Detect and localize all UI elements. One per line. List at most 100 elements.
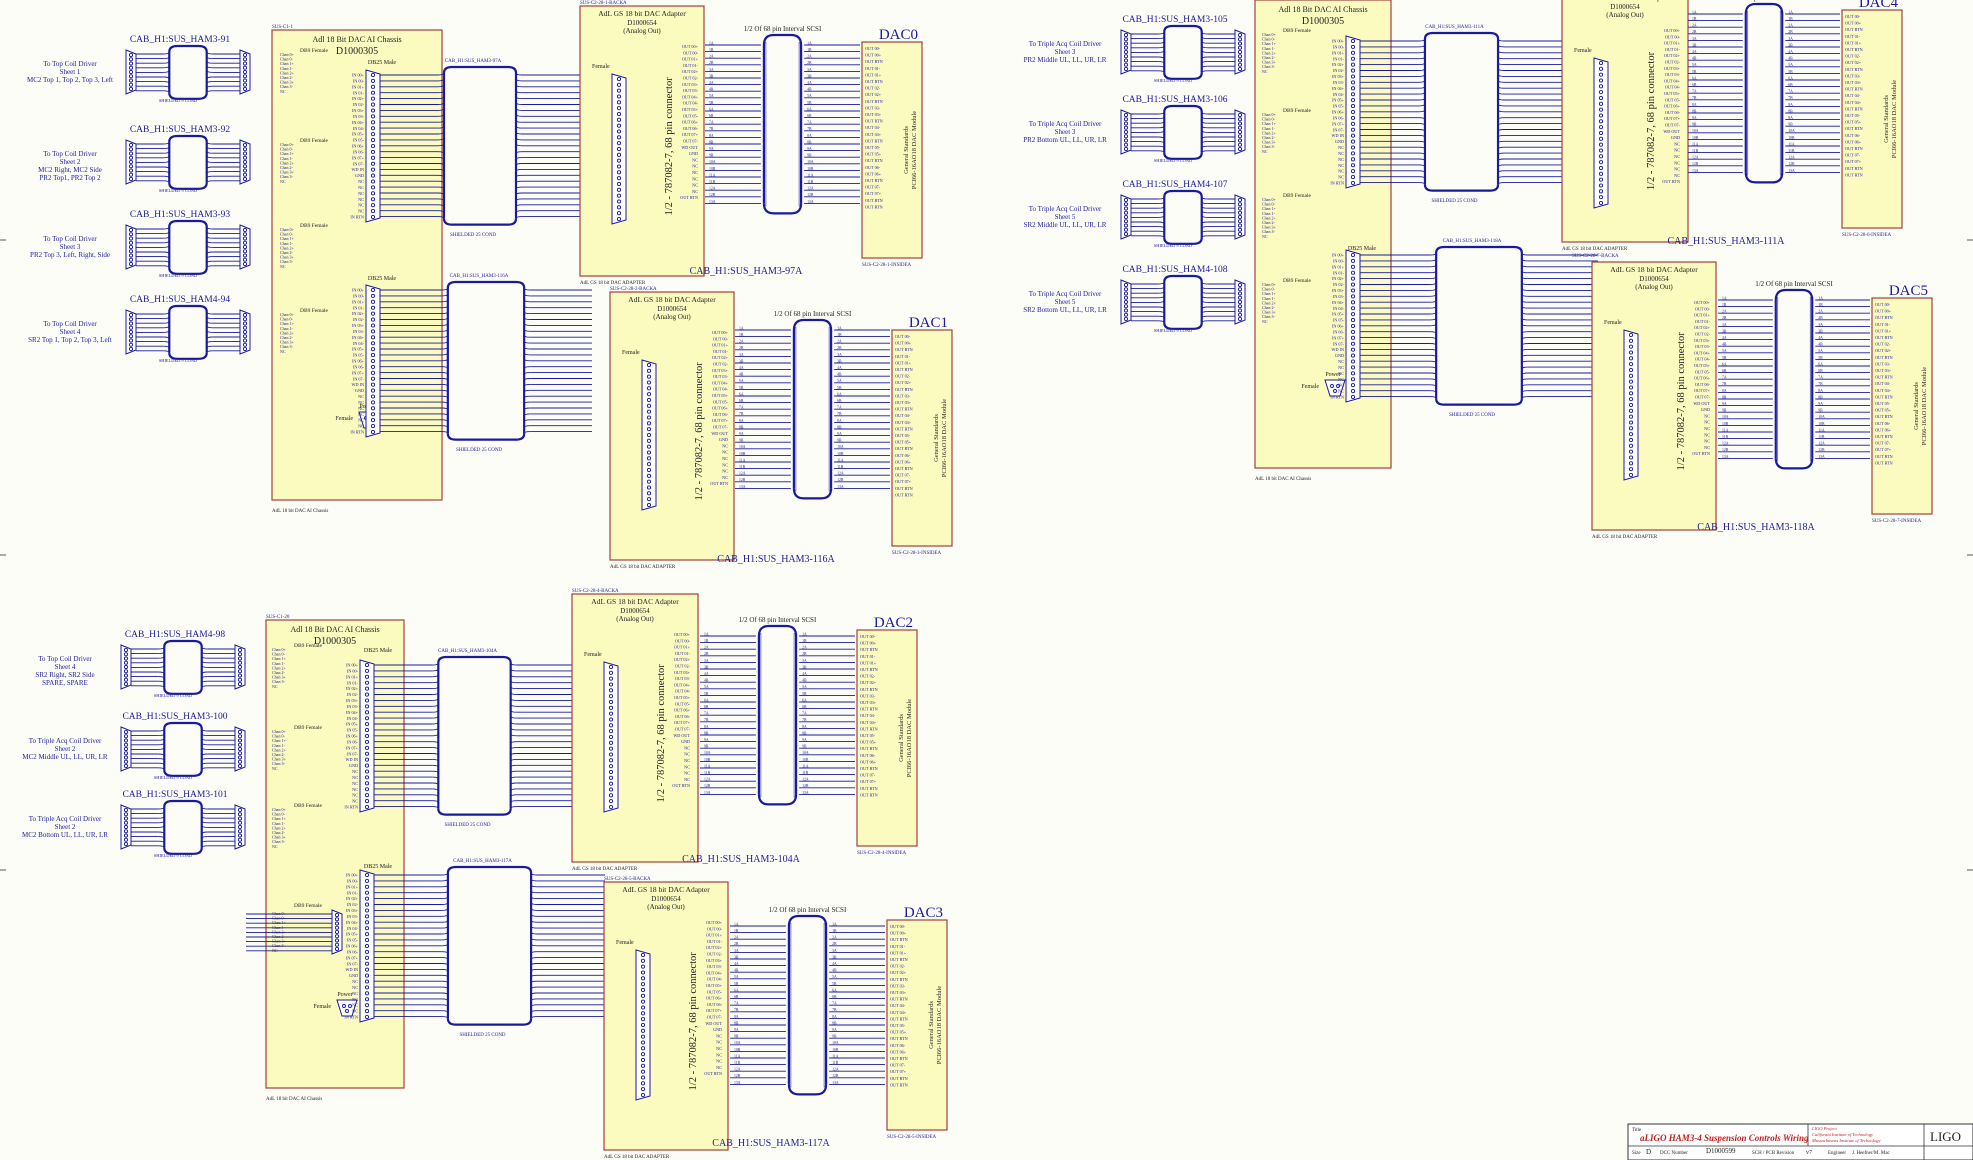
pin-label: Chan 3-	[272, 943, 285, 948]
size-value: D	[1646, 1148, 1651, 1156]
pin-label: 5A	[709, 94, 714, 98]
pin-label: Chan 0-	[1262, 287, 1275, 292]
pin-label: 4A	[1722, 336, 1727, 340]
pin-label: OUT 00+	[895, 341, 912, 346]
dsub-connector	[603, 661, 619, 813]
adapter-female-label: Female	[592, 64, 610, 70]
pin-label: 8A	[1722, 389, 1727, 393]
pin-label: OUT 02-	[675, 664, 691, 669]
pin-label: IN 01+	[1332, 50, 1345, 55]
pin-label: 6A	[802, 698, 807, 702]
pin-label: 13A	[807, 200, 814, 204]
pin-label: IN 07+	[352, 370, 365, 375]
db9-female-label: DB9 Female	[300, 223, 329, 229]
pin-label: OUT 05+	[706, 983, 723, 988]
pin-label: WD IN	[352, 167, 364, 172]
pin-label: OUT 00+	[1694, 300, 1711, 305]
pin-label: IN 03+	[352, 323, 365, 328]
pin-label: Chan 1-	[272, 925, 285, 930]
adapter-number: D1000654	[620, 607, 650, 615]
pin-label: 5B	[1692, 70, 1697, 74]
pin-label: OUT 03-	[707, 964, 723, 969]
pin-label: IN 06-	[353, 149, 365, 154]
dsub-connector	[1593, 57, 1609, 209]
pin-label: 4A	[1788, 50, 1793, 54]
pin-label: OUT RTN	[890, 1016, 908, 1021]
pin-label: OUT 00-	[713, 336, 729, 341]
pin-label: OUT 07+	[1664, 116, 1681, 121]
dac-name: DAC0	[879, 27, 918, 43]
pin-label: OUT 02+	[1875, 348, 1892, 353]
org-line-2: California Institute of Technology	[1812, 1132, 1873, 1137]
cable-label: CAB_H1:SUS_HAM3-116A	[450, 274, 509, 279]
coil-driver-source-line: Sheet 2	[55, 823, 76, 831]
pin-label: OUT 03+	[890, 990, 907, 995]
cable-conductor-label: SHIELDED 9 COND	[159, 188, 197, 193]
pin-label: Chan 3-	[1262, 229, 1275, 234]
pin-label: OUT 03-	[860, 693, 876, 698]
pin-label: Chan 1+	[272, 656, 286, 661]
pin-label: NC	[358, 406, 364, 411]
pin-label: 6B	[709, 114, 714, 118]
pin-label: Chan 2-	[280, 335, 293, 340]
pin-label: 6B	[837, 399, 842, 403]
pin-label: 7B	[739, 412, 744, 416]
cable-label: CAB_H1:SUS_HAM3-93	[130, 210, 231, 220]
pin-label: 4B	[739, 373, 744, 377]
pin-label: 7B	[709, 127, 714, 131]
pin-label: OUT 06-	[865, 165, 881, 170]
pin-label: GND	[349, 973, 358, 978]
cable	[131, 721, 235, 777]
pin-label: Chan 1-	[280, 156, 293, 161]
pin-label: OUT 02+	[865, 92, 882, 97]
pin-label: NC	[358, 209, 364, 214]
dsub-connector	[239, 49, 251, 95]
pin-label: 10A	[734, 1041, 741, 1045]
cable-label: CAB_H1:SUS_HAM4-108	[1122, 265, 1227, 275]
pin-label: WD IN	[346, 967, 358, 972]
pin-label: 2A	[1788, 24, 1793, 28]
pin-label: NC	[1704, 445, 1710, 450]
pin-label: OUT RTN	[895, 492, 913, 497]
pin-label: OUT 07+	[1875, 447, 1892, 452]
adapter-connector-label: 1/2 - 787082-7, 68 pin connector	[688, 952, 699, 1091]
pin-label: 9A	[832, 1028, 837, 1032]
dac-module-ref: SUS-C2-28-7-INSIDEA	[1872, 519, 1922, 524]
pin-label: NC	[1262, 234, 1268, 239]
pin-label: OUT RTN	[1845, 27, 1863, 32]
adapter-title: AdL GS 18 bit DAC Adapter	[628, 295, 716, 304]
cable-label: CAB_H1:SUS_HAM3-97A	[445, 59, 502, 64]
db25-link: IN 00+IN 00-IN 01+IN 01-IN 02+IN 02-IN 0…	[1330, 239, 1598, 418]
pin-label: 11A	[832, 1054, 839, 1058]
pin-label: OUT 05+	[1694, 363, 1711, 368]
pin-label: OUT 03-	[895, 393, 911, 398]
chassis-footer: AdL 18 bit DAC AI Chassis	[1255, 477, 1311, 482]
pin-label: OUT 00-	[1665, 34, 1681, 39]
pin-label: 5A	[1692, 63, 1697, 67]
pin-label: IN 01+	[346, 674, 359, 679]
pin-label: IN 02-	[1333, 282, 1345, 287]
pin-label: 2B	[802, 652, 807, 656]
scsi-label: 1/2 Of 68 pin Interval SCSI	[739, 616, 817, 624]
pin-label: OUT RTN	[1875, 434, 1893, 439]
pin-label: IN 02+	[352, 96, 365, 101]
coil-driver-source-line: Sheet 4	[55, 663, 76, 671]
pin-label: 3B	[739, 359, 744, 363]
adapter-body	[579, 5, 705, 277]
pin-label: OUT 04+	[1875, 388, 1892, 393]
pin-label: Chan 2+	[272, 929, 286, 934]
pin-label: OUT RTN	[865, 198, 883, 203]
cable-label: CAB_H1:SUS_HAM3-106	[1122, 95, 1227, 105]
pin-label: Chan 2-	[272, 670, 285, 675]
pin-label: 2B	[1788, 30, 1793, 34]
pin-label: 4B	[802, 679, 807, 683]
pin-label: 10A	[807, 160, 814, 164]
pin-label: NC	[358, 394, 364, 399]
dsub-connector: IN 00+IN 00-IN 01+IN 01-IN 02+IN 02-IN 0…	[1330, 249, 1361, 403]
pin-label: 5A	[802, 685, 807, 689]
pin-label: OUT RTN	[895, 426, 913, 431]
pin-label: 1B	[807, 48, 812, 52]
pin-label: IN 04-	[347, 716, 359, 721]
pin-label: OUT 06-	[895, 453, 911, 458]
pin-label: 13A	[734, 1081, 741, 1085]
